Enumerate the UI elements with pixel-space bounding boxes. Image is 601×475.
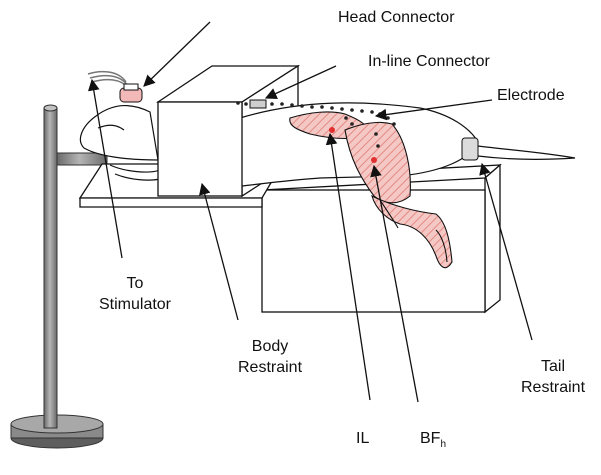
stand-clamp-arm xyxy=(56,152,108,166)
head-connector-label: Head Connector xyxy=(338,9,455,26)
tail-restraint-label-line2: Restraint xyxy=(521,379,586,396)
head-connector-arrow xyxy=(143,21,211,87)
muscle-icon xyxy=(289,111,453,269)
leader-lines xyxy=(87,21,533,403)
body-restraint-arrow xyxy=(199,182,239,321)
tail-restraint-arrow xyxy=(479,162,533,341)
body-restraint-label-line2: Restraint xyxy=(238,359,303,376)
to-stimulator-label-line2: Stimulator xyxy=(99,296,172,313)
tail-restraint-label-line1: Tail xyxy=(541,358,565,375)
inline-connector-icon xyxy=(249,99,267,109)
inline-connector-label: In-line Connector xyxy=(368,53,491,70)
tail-restraint-band xyxy=(461,137,479,161)
body-restraint-front xyxy=(157,101,243,197)
to-stimulator-arrow xyxy=(87,78,123,259)
head-connector-icon xyxy=(87,70,143,103)
bfh-arrow xyxy=(370,164,419,403)
electrode-markers xyxy=(329,127,377,163)
bfh-label: BFh xyxy=(420,430,446,450)
il-arrow xyxy=(325,132,371,401)
to-stimulator-label-line1: To xyxy=(127,275,144,292)
inline-connector-arrow xyxy=(264,65,337,99)
il-label: IL xyxy=(356,430,369,447)
bfh-label-main: BF xyxy=(420,430,441,447)
lower-leg-muscle xyxy=(371,194,453,269)
bfh-label-subscript: h xyxy=(440,439,446,450)
body-restraint-label-line1: Body xyxy=(252,338,288,355)
electrode-label: Electrode xyxy=(497,87,565,104)
bfh-muscle xyxy=(344,121,411,204)
stand xyxy=(10,104,108,449)
stand-rod-icon xyxy=(43,107,58,429)
electrode-arrow xyxy=(374,99,493,121)
